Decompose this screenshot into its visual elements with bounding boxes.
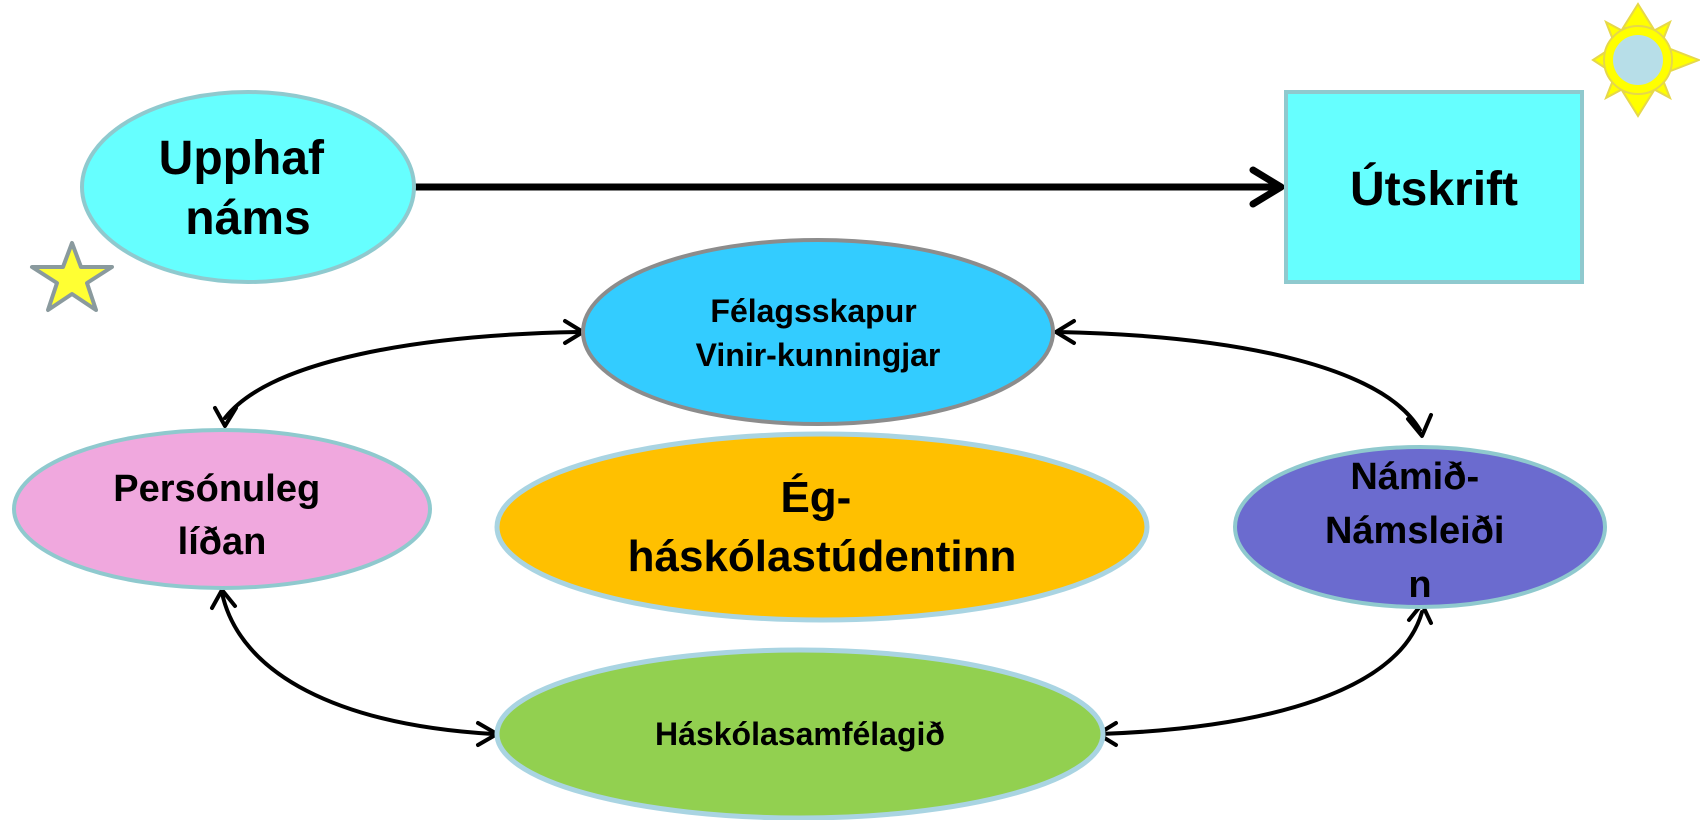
node-wellbeing-shape bbox=[12, 428, 432, 590]
node-social: Félagsskapur Vinir-kunningjar bbox=[581, 238, 1055, 426]
node-studies-shape bbox=[1233, 445, 1607, 609]
node-graduation-line-1: Útskrift bbox=[1350, 161, 1518, 216]
node-social-line-1: Félagsskapur bbox=[710, 293, 916, 329]
node-studies-line-1: Námið- bbox=[1350, 456, 1479, 498]
sun-icon bbox=[1591, 2, 1700, 118]
connector-social-studies bbox=[1054, 319, 1433, 438]
node-start: Upphaf náms bbox=[80, 90, 416, 284]
connector-social-wellbeing bbox=[213, 319, 585, 428]
node-self: Ég- háskólastúdentinn bbox=[494, 431, 1150, 623]
node-social-text: Félagsskapur Vinir-kunningjar bbox=[696, 293, 941, 373]
node-social-line-2: Vinir-kunningjar bbox=[696, 337, 941, 373]
node-graduation-shape bbox=[1284, 90, 1584, 284]
node-wellbeing-text: Persónuleg líðan bbox=[113, 468, 331, 563]
node-start-line-1: Upphaf bbox=[159, 132, 325, 185]
star-icon-shape bbox=[30, 241, 114, 312]
node-studies-line-2: Námsleiði bbox=[1325, 510, 1505, 552]
node-wellbeing-line-2: líðan bbox=[178, 521, 267, 563]
node-wellbeing-line-1: Persónuleg bbox=[113, 468, 320, 510]
node-graduation-text: Útskrift bbox=[1350, 161, 1518, 216]
star-icon bbox=[30, 241, 114, 312]
node-graduation: Útskrift bbox=[1284, 90, 1584, 284]
node-community-shape bbox=[494, 647, 1106, 820]
node-studies-text: Námið- Námsleiði n bbox=[1325, 456, 1515, 606]
node-studies-line-3: n bbox=[1408, 564, 1431, 606]
node-self-line-1: Ég- bbox=[780, 472, 851, 522]
node-community: Háskólasamfélagið bbox=[494, 647, 1106, 820]
node-studies: Námið- Námsleiði n bbox=[1233, 445, 1607, 609]
node-start-line-2: náms bbox=[185, 192, 310, 245]
connector-studies-community bbox=[1096, 602, 1433, 747]
node-social-shape bbox=[581, 238, 1055, 426]
node-wellbeing: Persónuleg líðan bbox=[12, 428, 432, 590]
node-self-shape bbox=[494, 431, 1150, 623]
node-start-text: Upphaf náms bbox=[159, 132, 338, 245]
sun-center bbox=[1613, 35, 1663, 85]
node-community-line-1: Háskólasamfélagið bbox=[655, 716, 945, 752]
timeline-arrow bbox=[415, 166, 1285, 208]
node-community-text: Háskólasamfélagið bbox=[655, 716, 945, 752]
node-self-text: Ég- háskólastúdentinn bbox=[628, 472, 1017, 581]
connector-wellbeing-community bbox=[210, 588, 499, 747]
node-self-line-2: háskólastúdentinn bbox=[628, 532, 1017, 581]
node-start-shape bbox=[80, 90, 416, 284]
